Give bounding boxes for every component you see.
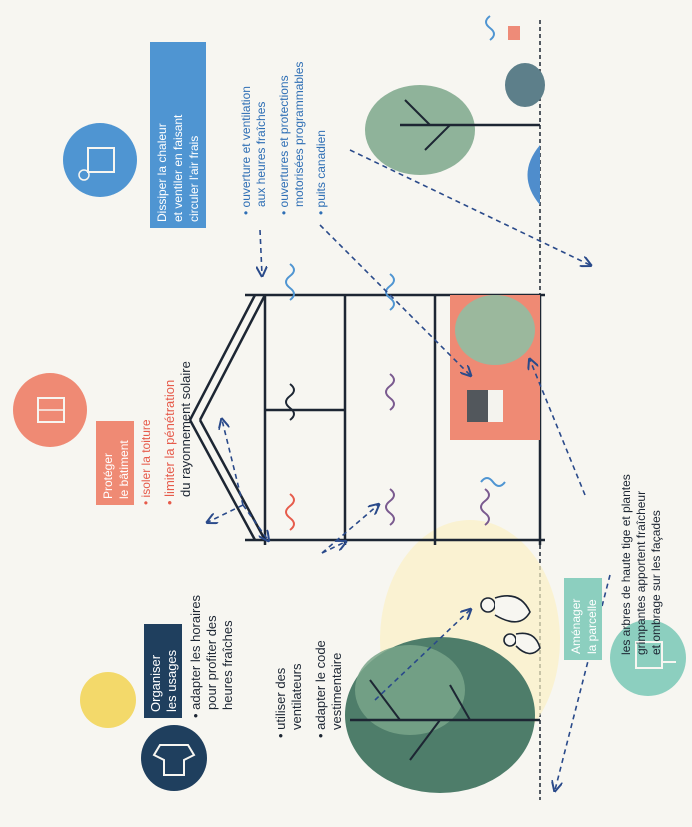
usages-title-2: les usages [164, 649, 179, 712]
usages-title-1: Organiser [148, 654, 163, 712]
chaleur-bullet2-l1: • ouvertures et protections [277, 75, 291, 215]
usages-bullet1-l1: • adapter les horaires [188, 594, 203, 718]
bush [505, 63, 545, 107]
small-tree [365, 85, 540, 175]
batiment-title-2: le bâtiment [117, 440, 131, 499]
chaleur-bullet1-l2: aux heures fraîches [254, 102, 268, 207]
usages-bullet1-l3: heures fraîches [220, 620, 235, 710]
parcelle-text-l1: les arbres de haute tige et plantes [619, 474, 633, 655]
usages-bullet3-l2: vestimentaire [329, 653, 344, 730]
pond [527, 145, 540, 205]
usages-bullet1-l2: pour profiter des [204, 615, 219, 710]
chaleur-bullets: • ouverture et ventilation aux heures fr… [239, 62, 328, 215]
shirt-icon [141, 725, 207, 791]
chaleur-title-3: circuler l'air frais [187, 136, 201, 222]
chaleur-panel: Dissiper la chaleur et ventiler en faisa… [150, 42, 206, 228]
parcelle-text-l3: et ombrage sur les façades [649, 510, 663, 655]
batiment-bullet2-l2: du rayonnement solaire [178, 361, 193, 497]
batiment-bullet2-l1: • limiter la pénétration [162, 380, 177, 505]
batiment-title-1: Protéger [101, 453, 115, 499]
chaleur-bullet3: • puits canadien [314, 130, 328, 215]
parcelle-text: les arbres de haute tige et plantes grim… [619, 474, 663, 655]
parcelle-text-l2: grimpantes apportent fraîcheur [634, 491, 648, 655]
usages-panel: Organiser les usages • adapter les horai… [144, 594, 235, 718]
people-icon [480, 595, 541, 655]
parcelle-panel: Aménager la parcelle [564, 578, 602, 660]
building-plant-icon [610, 620, 686, 696]
usages-bullets-2: • utiliser des ventilateurs • adapter le… [273, 640, 344, 738]
chaleur-bullet1-l1: • ouverture et ventilation [239, 86, 253, 215]
chaleur-bullet2-l2: motorisées programmables [292, 62, 306, 207]
chaleur-title-1: Dissiper la chaleur [155, 123, 169, 222]
sun-icon [80, 672, 136, 728]
building-fan-icon [63, 123, 137, 197]
heat-flow [285, 493, 295, 531]
batiment-bullet1: • isoler la toiture [139, 419, 153, 505]
parcelle-title-2: la parcelle [585, 599, 599, 654]
usages-bullet2-l1: • utiliser des [273, 667, 288, 738]
parcelle-title-1: Aménager [569, 599, 583, 654]
batiment-panel: Protéger le bâtiment • isoler la toiture… [96, 361, 193, 505]
climbing-plants [455, 295, 535, 365]
usages-bullet3-l1: • adapter le code [313, 640, 328, 738]
large-tree [345, 637, 540, 793]
small-marker [508, 26, 520, 40]
chaleur-title-2: et ventiler en faisant [171, 114, 185, 222]
building-sun-icon [13, 373, 87, 447]
usages-bullet2-l2: ventilateurs [289, 663, 304, 730]
